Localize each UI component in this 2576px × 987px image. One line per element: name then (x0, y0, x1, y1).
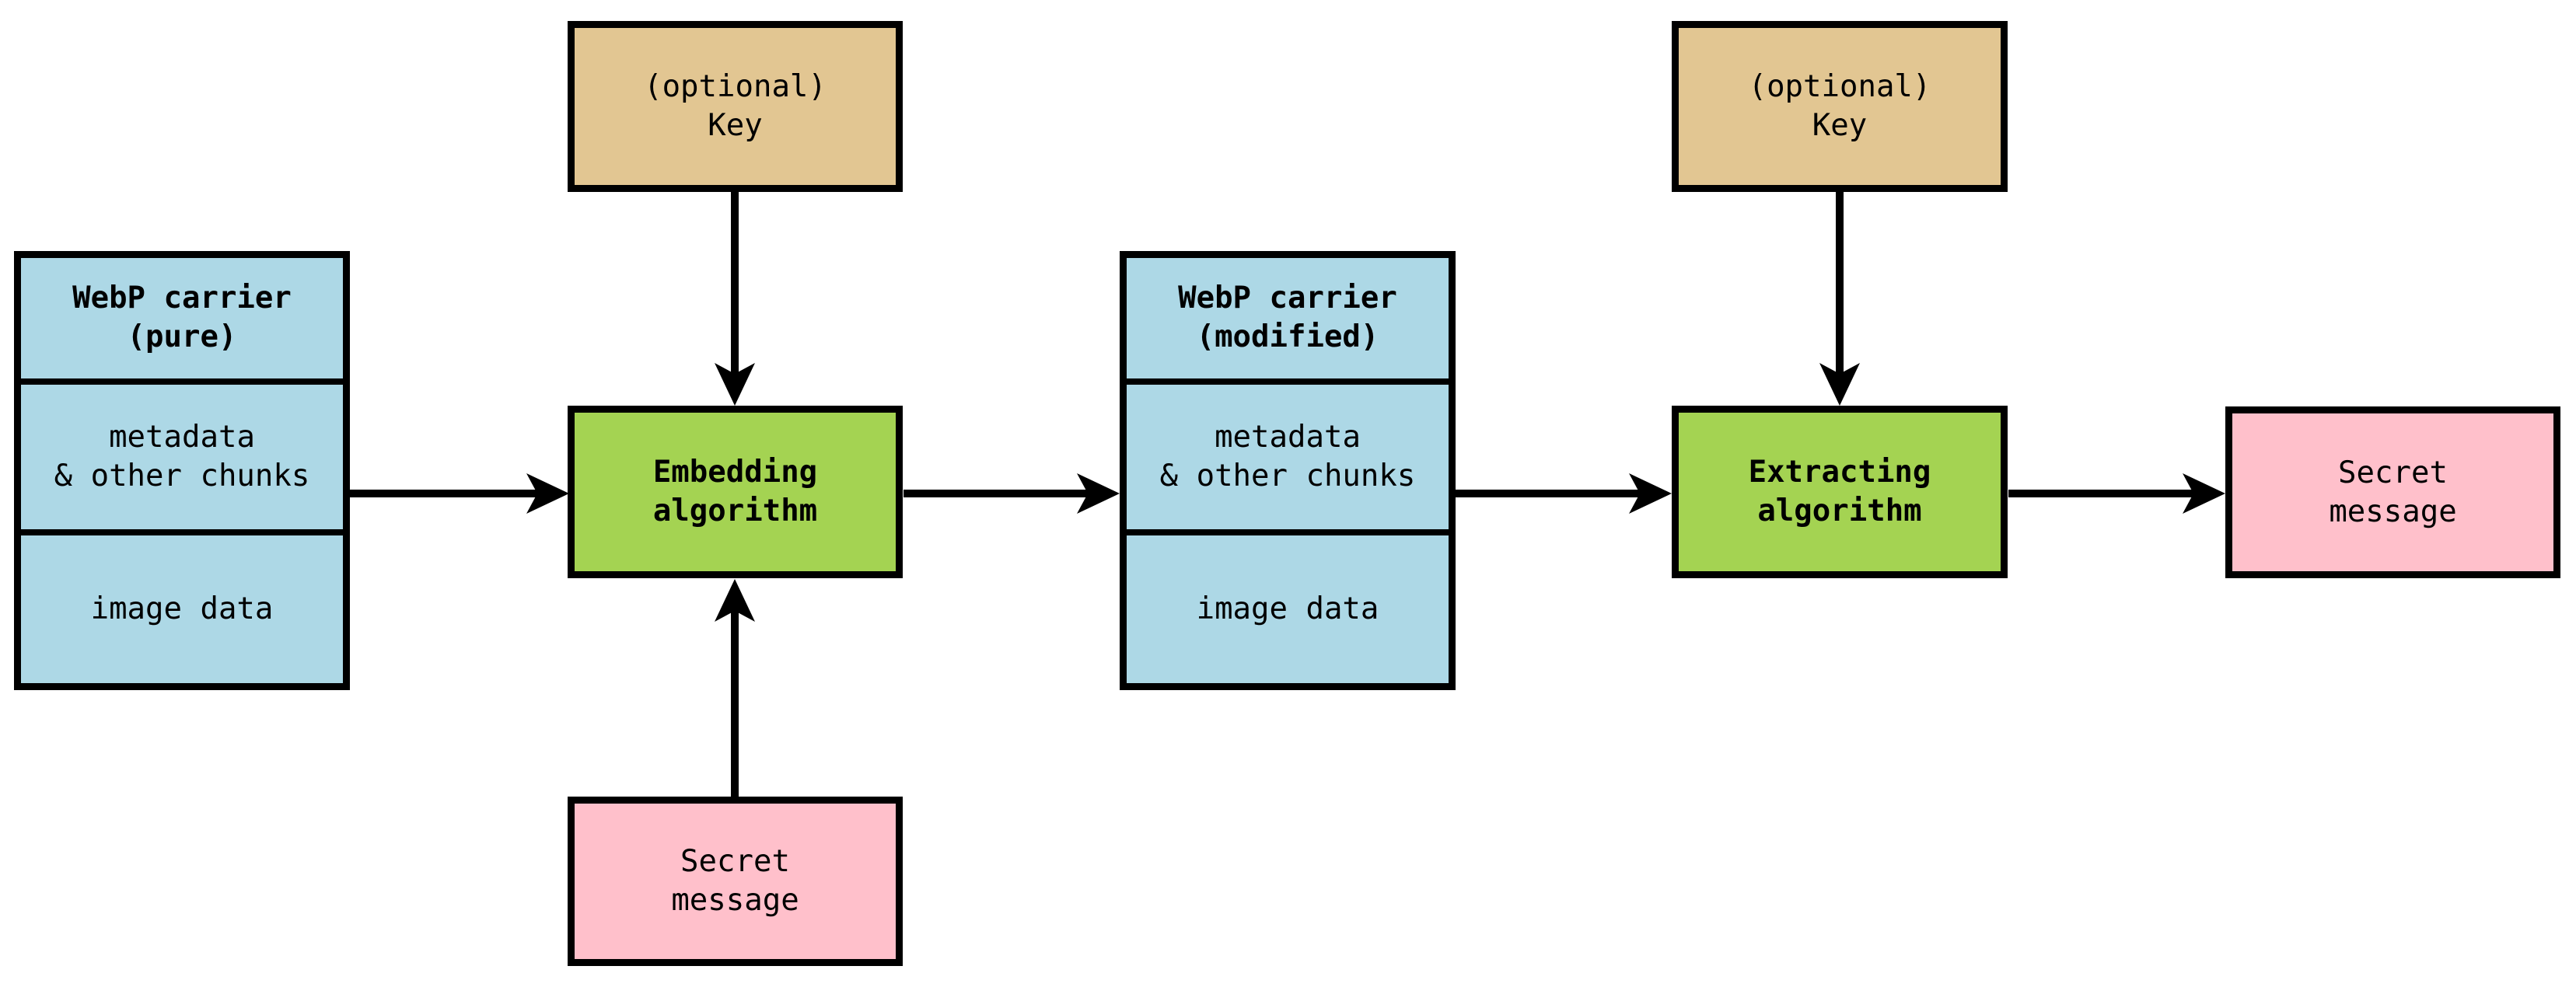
arrow-head (715, 579, 755, 622)
carrier-pure-image-data-label: image data (90, 591, 274, 626)
extracting-label-line2: algorithm (1757, 494, 1922, 528)
secret-output-line1: Secret (2338, 455, 2448, 490)
node-webp-carrier-pure: WebP carrier (pure) metadata & other chu… (14, 251, 350, 690)
carrier-pure-image-data-section: image data (21, 535, 343, 683)
carrier-pure-metadata-line2: & other chunks (54, 458, 310, 494)
carrier-modified-header: WebP carrier (modified) (1127, 258, 1449, 378)
carrier-pure-metadata-section: metadata & other chunks (21, 378, 343, 536)
node-key-left: (optional) Key (568, 21, 903, 192)
carrier-modified-metadata-section: metadata & other chunks (1127, 378, 1449, 536)
arrow-embedding-to-carrier-modified (904, 473, 1120, 514)
extracting-label-line1: Extracting (1748, 455, 1931, 490)
node-secret-message-input: Secret message (568, 797, 903, 966)
embedding-label-line1: Embedding (652, 455, 818, 490)
arrow-head (715, 363, 755, 406)
arrow-extracting-to-secret-output (2008, 473, 2225, 514)
carrier-modified-title-line2: (modified) (1196, 319, 1379, 355)
carrier-modified-metadata-line2: & other chunks (1159, 458, 1416, 494)
node-webp-carrier-modified: WebP carrier (modified) metadata & other… (1120, 251, 1456, 690)
arrow-carrier-pure-to-embedding (348, 473, 569, 514)
node-embedding-algorithm: Embedding algorithm (568, 406, 903, 578)
secret-output-line2: message (2329, 494, 2457, 529)
arrow-key-left-to-embedding (715, 191, 755, 406)
carrier-modified-image-data-section: image data (1127, 535, 1449, 683)
arrow-head (1819, 363, 1860, 406)
node-secret-message-output: Secret message (2225, 406, 2560, 578)
arrow-head (1077, 473, 1120, 514)
arrow-head (2183, 473, 2225, 514)
secret-input-line2: message (671, 883, 799, 918)
key-right-line2: Key (1812, 108, 1868, 143)
arrow-head (1629, 473, 1672, 514)
secret-input-line1: Secret (680, 844, 790, 879)
arrow-key-right-to-extracting (1819, 191, 1860, 406)
key-right-line1: (optional) (1748, 69, 1931, 104)
carrier-pure-title-line2: (pure) (127, 319, 237, 355)
carrier-pure-header: WebP carrier (pure) (21, 258, 343, 378)
node-extracting-algorithm: Extracting algorithm (1672, 406, 2008, 578)
key-left-line2: Key (708, 108, 763, 143)
carrier-modified-image-data-label: image data (1196, 591, 1379, 626)
carrier-modified-title-line1: WebP carrier (1178, 281, 1397, 316)
embedding-label-line2: algorithm (652, 494, 818, 528)
node-key-right: (optional) Key (1672, 21, 2008, 192)
key-left-line1: (optional) (644, 69, 827, 104)
arrow-secret-input-to-embedding (715, 579, 755, 797)
carrier-modified-metadata-line1: metadata (1215, 419, 1361, 455)
arrow-carrier-modified-to-extracting (1456, 473, 1672, 514)
arrow-head (526, 473, 569, 514)
carrier-pure-title-line1: WebP carrier (72, 281, 292, 316)
carrier-pure-metadata-line1: metadata (109, 419, 255, 455)
